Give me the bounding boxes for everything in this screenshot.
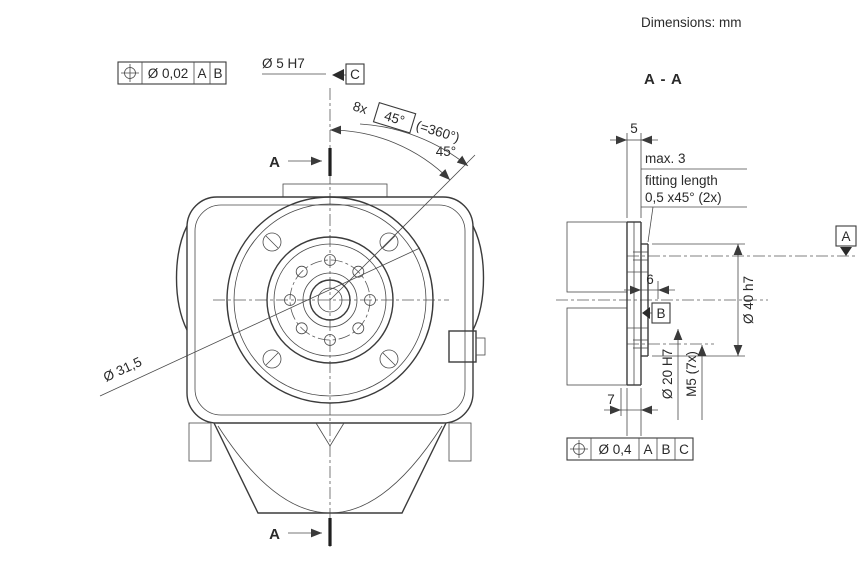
robot-wrist-body [175,183,486,514]
datum-a-triangle [840,247,852,256]
thread-notes: max. 3 fitting length 0,5 x45° (2x) [641,151,747,243]
fcf-front-tolerance: Ø 0,02 [148,66,189,81]
corner-screws [262,232,399,369]
fcf-section-tolerance: Ø 0,4 [598,442,632,457]
bolt-holes [284,254,376,346]
fcf-section-datum1: A [643,442,652,457]
front-view: A A [99,56,486,548]
datum-b-flag: B [656,306,665,321]
fcf-front: Ø 0,02 A B [117,61,227,85]
dim-plate-thickness: 5 [610,121,658,218]
pattern-total: (=360°) [414,118,461,145]
bolt-circle-centerline [289,259,371,341]
angle-dimension: 45° [329,123,476,301]
chamfer-note: 0,5 x45° (2x) [645,190,722,205]
fcf-section: Ø 0,4 A B C [566,437,694,461]
pin-diameter-label: Ø 5 H7 [262,56,305,71]
dim-6-label: 6 [646,272,654,287]
hole-pattern-note: 8x 45° (=360°) [351,99,461,146]
fcf-section-datum2: B [661,442,670,457]
section-title: A - A [644,71,683,88]
fcf-front-datum1: A [197,66,206,81]
thread-label: M5 (7x) [684,351,699,397]
pattern-count: 8x [351,99,369,118]
hatched-section [566,221,628,386]
position-tolerance-icon [570,440,588,458]
connector-boss [448,330,477,363]
fitting-length-note: fitting length [645,173,718,188]
dim-7-label: 7 [607,392,615,407]
center-bore [309,279,351,321]
dim-spigot-length: 6 B [624,272,675,324]
pattern-angle: 45° [382,108,406,128]
dim-thread-depth: 7 [604,388,658,436]
section-label-top: A [269,154,280,171]
datum-c-triangle [332,69,344,81]
section-view: A - A [556,71,857,461]
dimensions-unit-note: Dimensions: mm [641,15,742,30]
position-tolerance-icon [121,64,139,82]
datum-c-flag: C [350,67,360,82]
pin-callout: Ø 5 H7 C [262,56,365,85]
thread-depth-note: max. 3 [645,151,686,166]
dim-spigot-diameter: Ø 40 h7 A [652,225,857,357]
bore-and-thread-callouts: Ø 20 H7 M5 (7x) [660,329,707,420]
fcf-front-datum2: B [213,66,222,81]
fcf-section-datum3: C [679,442,689,457]
dia-40-label: Ø 40 h7 [741,276,756,324]
datum-a-flag: A [841,229,850,244]
section-label-bottom: A [269,526,280,543]
bolt-circle-callout: Ø 31,5 [99,247,421,397]
centerlines [213,88,449,548]
flange-circles [226,196,434,404]
dim-5-label: 5 [630,121,638,136]
flange-plate-section [626,221,649,386]
bolt-circle-label: Ø 31,5 [101,354,144,385]
pin-hole [324,254,336,266]
dia-20-label: Ø 20 H7 [660,349,675,399]
datum-b-triangle [642,307,650,319]
